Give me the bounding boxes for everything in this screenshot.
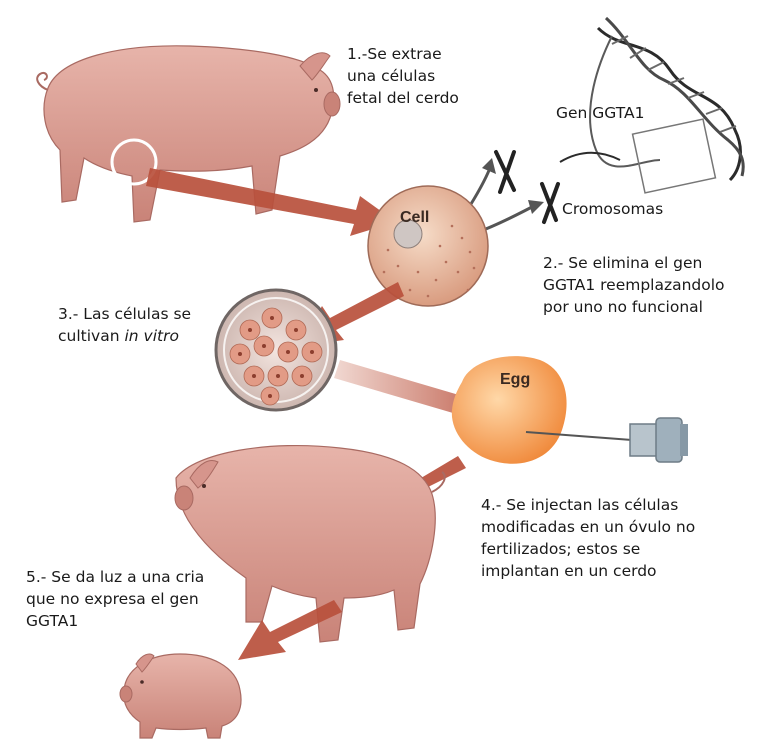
- piglet: [120, 654, 241, 738]
- step-5-line-1: 5.- Se da luz a una cria: [26, 566, 204, 588]
- arrow-to-chromosome-2: [478, 206, 534, 232]
- step-3-line-2-plain: cultivan: [58, 327, 124, 345]
- step-4-line-2: modificadas en un óvulo no: [481, 516, 695, 538]
- step-1-text: 1.-Se extrae una células fetal del cerdo: [347, 43, 459, 109]
- step-4-line-3: fertilizados; estos se: [481, 538, 695, 560]
- step-1-line-1: 1.-Se extrae: [347, 43, 459, 65]
- chromosome-icon: [496, 152, 558, 222]
- step-4-line-1: 4.- Se injectan las células: [481, 494, 695, 516]
- step-3-line-1: 3.- Las células se: [58, 303, 191, 325]
- chromosomes-label: Cromosomas: [562, 198, 663, 220]
- step-5-line-3: GGTA1: [26, 610, 204, 632]
- adult-pig-top: [37, 46, 340, 222]
- step-1-line-2: una células: [347, 65, 459, 87]
- step-3-text: 3.- Las células se cultivan in vitro: [58, 303, 191, 347]
- step-5-text: 5.- Se da luz a una cria que no expresa …: [26, 566, 204, 632]
- step-2-line-1: 2.- Se elimina el gen: [543, 252, 725, 274]
- step-4-text: 4.- Se injectan las células modificadas …: [481, 494, 695, 582]
- gene-label: Gen GGTA1: [556, 102, 645, 124]
- step-5-line-2: que no expresa el gen: [26, 588, 204, 610]
- egg-label: Egg: [500, 371, 530, 388]
- dna-helix: [560, 18, 743, 180]
- step-2-line-3: por uno no funcional: [543, 296, 725, 318]
- gene-highlight-box: [633, 119, 716, 193]
- cell-label: Cell: [400, 209, 429, 226]
- step-1-line-3: fetal del cerdo: [347, 87, 459, 109]
- petri-dish: [216, 290, 336, 410]
- step-3-line-2-italic: in vitro: [124, 327, 178, 345]
- cell: [368, 186, 488, 306]
- step-4-line-4: implantan en un cerdo: [481, 560, 695, 582]
- step-2-text: 2.- Se elimina el gen GGTA1 reemplazando…: [543, 252, 725, 318]
- step-2-line-2: GGTA1 reemplazandolo: [543, 274, 725, 296]
- step-3-line-2: cultivan in vitro: [58, 325, 191, 347]
